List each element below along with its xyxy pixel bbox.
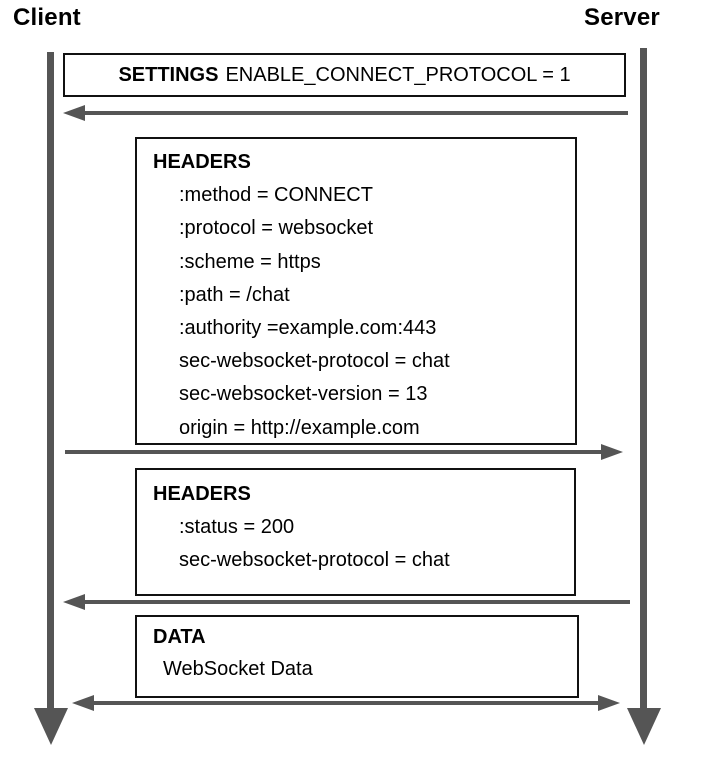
arrow-data-left-head-icon xyxy=(72,695,94,711)
lifeline-client-arrowhead-icon xyxy=(34,708,68,745)
header-field-authority: :authority =example.com:443 xyxy=(179,317,437,340)
arrow-response-head-icon xyxy=(63,594,85,610)
header-field-ws-protocol: sec-websocket-protocol = chat xyxy=(179,350,450,373)
arrow-data-shaft xyxy=(92,701,600,705)
headers-request-frame-box: HEADERS :method = CONNECT :protocol = we… xyxy=(135,137,577,445)
header-field-ws-version: sec-websocket-version = 13 xyxy=(179,383,428,406)
settings-frame-label: SETTINGS xyxy=(118,63,219,86)
actor-label-server: Server xyxy=(584,4,660,31)
data-frame-body: WebSocket Data xyxy=(163,658,313,680)
header-field-status: :status = 200 xyxy=(179,516,295,538)
arrow-request-shaft xyxy=(65,450,602,454)
arrow-response-shaft xyxy=(83,600,630,604)
settings-frame-box: SETTINGS ENABLE_CONNECT_PROTOCOL = 1 xyxy=(63,53,626,97)
data-frame-label: DATA xyxy=(153,626,206,648)
header-field-protocol: :protocol = websocket xyxy=(179,217,373,240)
headers-response-label: HEADERS xyxy=(153,483,251,505)
lifeline-server-arrowhead-icon xyxy=(627,708,661,745)
header-field-ws-protocol-resp: sec-websocket-protocol = chat xyxy=(179,549,450,571)
data-frame-box: DATA WebSocket Data xyxy=(135,615,579,698)
header-field-origin: origin = http://example.com xyxy=(179,416,420,439)
lifeline-server xyxy=(640,48,647,710)
lifeline-client xyxy=(47,52,54,710)
header-field-path: :path = /chat xyxy=(179,283,290,306)
headers-request-label: HEADERS xyxy=(153,151,251,173)
headers-response-frame-box: HEADERS :status = 200 sec-websocket-prot… xyxy=(135,468,576,596)
settings-frame-body: ENABLE_CONNECT_PROTOCOL = 1 xyxy=(225,63,571,86)
arrow-settings-shaft xyxy=(83,111,628,115)
arrow-data-right-head-icon xyxy=(598,695,620,711)
header-field-method: :method = CONNECT xyxy=(179,184,373,207)
actor-label-client: Client xyxy=(13,4,81,31)
header-field-scheme: :scheme = https xyxy=(179,250,321,273)
arrow-settings-head-icon xyxy=(63,105,85,121)
arrow-request-head-icon xyxy=(601,444,623,460)
